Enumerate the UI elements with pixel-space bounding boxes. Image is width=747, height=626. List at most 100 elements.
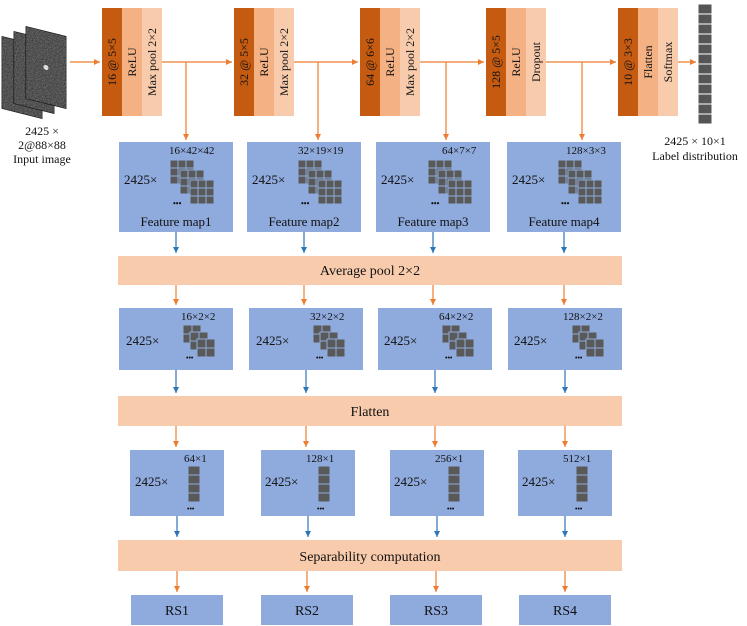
vector-dims: 512×1 bbox=[563, 453, 591, 465]
activation-bar bbox=[506, 8, 526, 116]
batch-prefix: 2425× bbox=[256, 333, 289, 348]
ellipsis: ••• bbox=[447, 505, 455, 513]
feature-map-2: 32×19×19 2425× ••• Feature map2 bbox=[247, 142, 361, 232]
feature-map-dims: 32×19×19 bbox=[298, 145, 344, 157]
conv-block-5: 10 @ 3×3 Flatten Softmax bbox=[618, 8, 678, 116]
conv-block-2: 32 @ 5×5 ReLU Max pool 2×2 bbox=[234, 8, 294, 116]
average-pool-label: Average pool 2×2 bbox=[320, 264, 420, 279]
batch-prefix: 2425× bbox=[514, 333, 547, 348]
vector-dims: 128×1 bbox=[306, 453, 334, 465]
vector-1: 64×1 2425× ••• bbox=[130, 450, 224, 516]
activation-bar bbox=[254, 8, 274, 116]
ellipsis: ••• bbox=[445, 354, 453, 362]
conv-label: 10 @ 3×3 bbox=[621, 38, 635, 86]
separability-bar bbox=[118, 540, 622, 571]
feature-map-title: Feature map3 bbox=[397, 214, 468, 229]
vector-box bbox=[130, 450, 224, 516]
arrows-to-vectors bbox=[173, 426, 568, 447]
small-grid-stack-icon bbox=[441, 324, 475, 358]
pooled-map-4: 128×2×2 2425× ••• bbox=[508, 308, 622, 370]
conv-layer-bar bbox=[360, 8, 380, 116]
batch-prefix: 2425× bbox=[522, 474, 555, 489]
batch-prefix: 2425× bbox=[265, 474, 298, 489]
conv-label: 16 @ 5×5 bbox=[105, 38, 119, 86]
result-label-rs2: RS2 bbox=[295, 604, 319, 619]
vector-4: 512×1 2425× ••• bbox=[518, 450, 612, 516]
pool-label: Max pool 2×2 bbox=[277, 28, 291, 96]
pooled-map-2: 32×2×2 2425× ••• bbox=[249, 308, 363, 370]
conv-block-3: 64 @ 6×6 ReLU Max pool 2×2 bbox=[360, 8, 420, 116]
feature-map-4: 128×3×3 2425× ••• Feature map4 bbox=[507, 142, 621, 232]
input-image-stack bbox=[1, 25, 67, 119]
column-vector-icon bbox=[447, 465, 461, 503]
pooled-map-dims: 32×2×2 bbox=[310, 311, 344, 323]
input-label-line2: 2@88×88 bbox=[18, 138, 66, 152]
ellipsis: ••• bbox=[431, 199, 440, 208]
output-label-line2: Label distribution bbox=[652, 149, 738, 163]
input-label-line3: Input image bbox=[13, 152, 71, 166]
column-vector-icon bbox=[575, 465, 589, 503]
vector-box bbox=[261, 450, 355, 516]
feature-map-1: 16×42×42 2425× ••• Feature map1 bbox=[119, 142, 233, 232]
feature-map-title: Feature map1 bbox=[140, 214, 211, 229]
flatten-bar bbox=[638, 8, 658, 116]
result-box-rs3 bbox=[390, 595, 482, 625]
batch-prefix: 2425× bbox=[381, 172, 414, 187]
batch-prefix: 2425× bbox=[394, 474, 427, 489]
result-box-rs1 bbox=[131, 595, 223, 625]
ellipsis: ••• bbox=[186, 354, 194, 362]
vector-box bbox=[518, 450, 612, 516]
result-box-rs2 bbox=[261, 595, 353, 625]
flatten-label: Flatten bbox=[351, 405, 390, 420]
pooled-map-dims: 16×2×2 bbox=[181, 311, 215, 323]
pool-bar bbox=[274, 8, 294, 116]
conv-blocks: 16 @ 5×5 ReLU Max pool 2×2 32 @ 5×5 ReLU… bbox=[102, 8, 678, 116]
pool-bar bbox=[400, 8, 420, 116]
ellipsis: ••• bbox=[173, 199, 182, 208]
vector-3: 256×1 2425× ••• bbox=[390, 450, 484, 516]
output-vector bbox=[697, 3, 713, 125]
pool-bar bbox=[142, 8, 162, 116]
arrows-to-pooled-maps bbox=[173, 285, 567, 305]
activation-label: ReLU bbox=[257, 47, 271, 77]
arrows-to-average-pool bbox=[173, 232, 567, 253]
activation-label: ReLU bbox=[125, 47, 139, 77]
result-box-rs4 bbox=[519, 595, 611, 625]
conv-block-4: 128 @ 5×5 ReLU Dropout bbox=[486, 8, 546, 116]
ellipsis: ••• bbox=[575, 505, 583, 513]
result-label-rs1: RS1 bbox=[165, 604, 189, 619]
conv-layer-bar bbox=[618, 8, 638, 116]
conv-layer-bar bbox=[102, 8, 122, 116]
input-label-line1: 2425 × bbox=[25, 124, 59, 138]
flatten-label: Flatten bbox=[641, 45, 655, 78]
softmax-label: Softmax bbox=[661, 42, 675, 83]
dropout-label: Dropout bbox=[529, 41, 543, 82]
batch-prefix: 2425× bbox=[384, 333, 417, 348]
pooled-map-3: 64×2×2 2425× ••• bbox=[378, 308, 492, 370]
batch-prefix: 2425× bbox=[126, 333, 159, 348]
output-label-line1: 2425 × 10×1 bbox=[664, 134, 726, 148]
ellipsis: ••• bbox=[301, 199, 310, 208]
dropout-bar bbox=[526, 8, 546, 116]
top-flow-arrows bbox=[70, 59, 696, 140]
result-row: RS1 RS2 RS3 RS4 bbox=[131, 595, 611, 625]
activation-bar bbox=[122, 8, 142, 116]
pooled-map-row: 16×2×2 2425× ••• 32×2×2 2425× bbox=[119, 308, 622, 370]
conv-layer-bar bbox=[234, 8, 254, 116]
pooled-map-dims: 128×2×2 bbox=[563, 311, 603, 323]
ellipsis: ••• bbox=[316, 354, 324, 362]
ellipsis: ••• bbox=[317, 505, 325, 513]
grid-stack-icon bbox=[169, 159, 215, 205]
small-grid-stack-icon bbox=[312, 324, 346, 358]
conv-label: 32 @ 5×5 bbox=[237, 38, 251, 86]
conv-label: 64 @ 6×6 bbox=[363, 38, 377, 86]
vector-2: 128×1 2425× ••• bbox=[261, 450, 355, 516]
arrows-to-flatten bbox=[173, 370, 568, 393]
conv-block-1: 16 @ 5×5 ReLU Max pool 2×2 bbox=[102, 8, 162, 116]
arrows-to-separability bbox=[174, 516, 568, 537]
activation-bar bbox=[380, 8, 400, 116]
vector-box bbox=[390, 450, 484, 516]
arrows-to-results bbox=[174, 571, 568, 592]
ellipsis: ••• bbox=[187, 505, 195, 513]
